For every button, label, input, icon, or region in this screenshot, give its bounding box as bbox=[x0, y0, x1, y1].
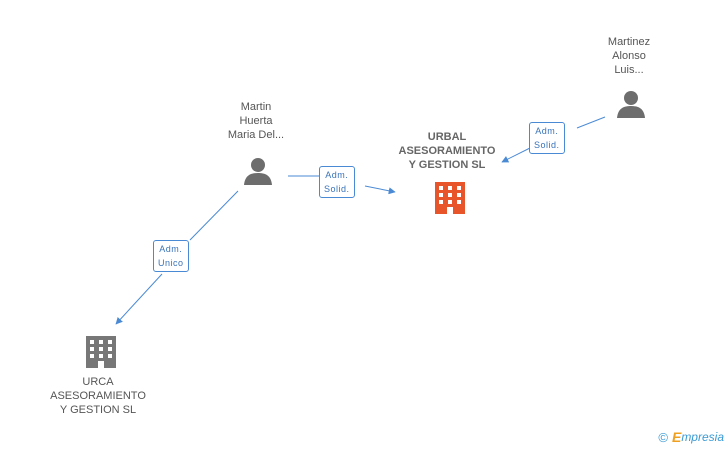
copyright-icon: © bbox=[658, 429, 668, 445]
node-label-line: URCA bbox=[82, 376, 114, 388]
building-icon[interactable] bbox=[433, 180, 467, 216]
brand-footer[interactable]: © E mpresia bbox=[658, 429, 724, 445]
brand-initial: E bbox=[671, 429, 682, 445]
edge-label-line: Solid. bbox=[534, 140, 560, 150]
node-label-martin: Martin Huerta Maria Del... bbox=[196, 100, 316, 142]
node-label-line: Alonso bbox=[612, 50, 646, 62]
edge-label-martinez-urbal[interactable]: Adm. Solid. bbox=[529, 122, 565, 154]
node-label-line: ASESORAMIENTO bbox=[50, 390, 146, 402]
node-label-line: Y GESTION SL bbox=[59, 404, 137, 416]
node-label-urbal: URBAL ASESORAMIENTO Y GESTION SL bbox=[387, 130, 507, 172]
edge-label-line: Adm. bbox=[159, 244, 183, 254]
node-label-line: Y GESTION SL bbox=[408, 159, 486, 171]
node-label-line: Martinez bbox=[607, 36, 651, 48]
person-icon[interactable] bbox=[243, 156, 273, 186]
edge-label-line: Adm. bbox=[535, 126, 559, 136]
edge-martin-urca-tail bbox=[115, 273, 163, 325]
edge-martinez-urbal bbox=[576, 116, 606, 129]
edge-label-line: Solid. bbox=[324, 184, 350, 194]
edge-martin-urca bbox=[189, 190, 239, 241]
edge-label-martin-urca[interactable]: Adm. Unico bbox=[153, 240, 189, 272]
node-label-line: Martin bbox=[240, 101, 272, 113]
building-icon[interactable] bbox=[84, 334, 118, 370]
node-label-line: URBAL bbox=[427, 131, 467, 143]
node-label-line: Maria Del... bbox=[227, 129, 285, 141]
person-icon[interactable] bbox=[616, 89, 646, 119]
node-label-line: Luis... bbox=[614, 64, 644, 76]
brand-name: mpresia bbox=[681, 430, 724, 444]
edge-label-line: Unico bbox=[158, 258, 184, 268]
node-label-martinez: Martinez Alonso Luis... bbox=[569, 35, 689, 77]
edge-label-line: Adm. bbox=[325, 170, 349, 180]
edge-martinez-urbal-tail bbox=[501, 147, 531, 163]
node-label-line: Huerta bbox=[239, 115, 273, 127]
node-label-line: ASESORAMIENTO bbox=[398, 145, 496, 157]
edge-label-martin-urbal[interactable]: Adm. Solid. bbox=[319, 166, 355, 198]
node-label-urca: URCA ASESORAMIENTO Y GESTION SL bbox=[38, 375, 158, 417]
edge-martin-urbal-tail bbox=[364, 185, 396, 195]
